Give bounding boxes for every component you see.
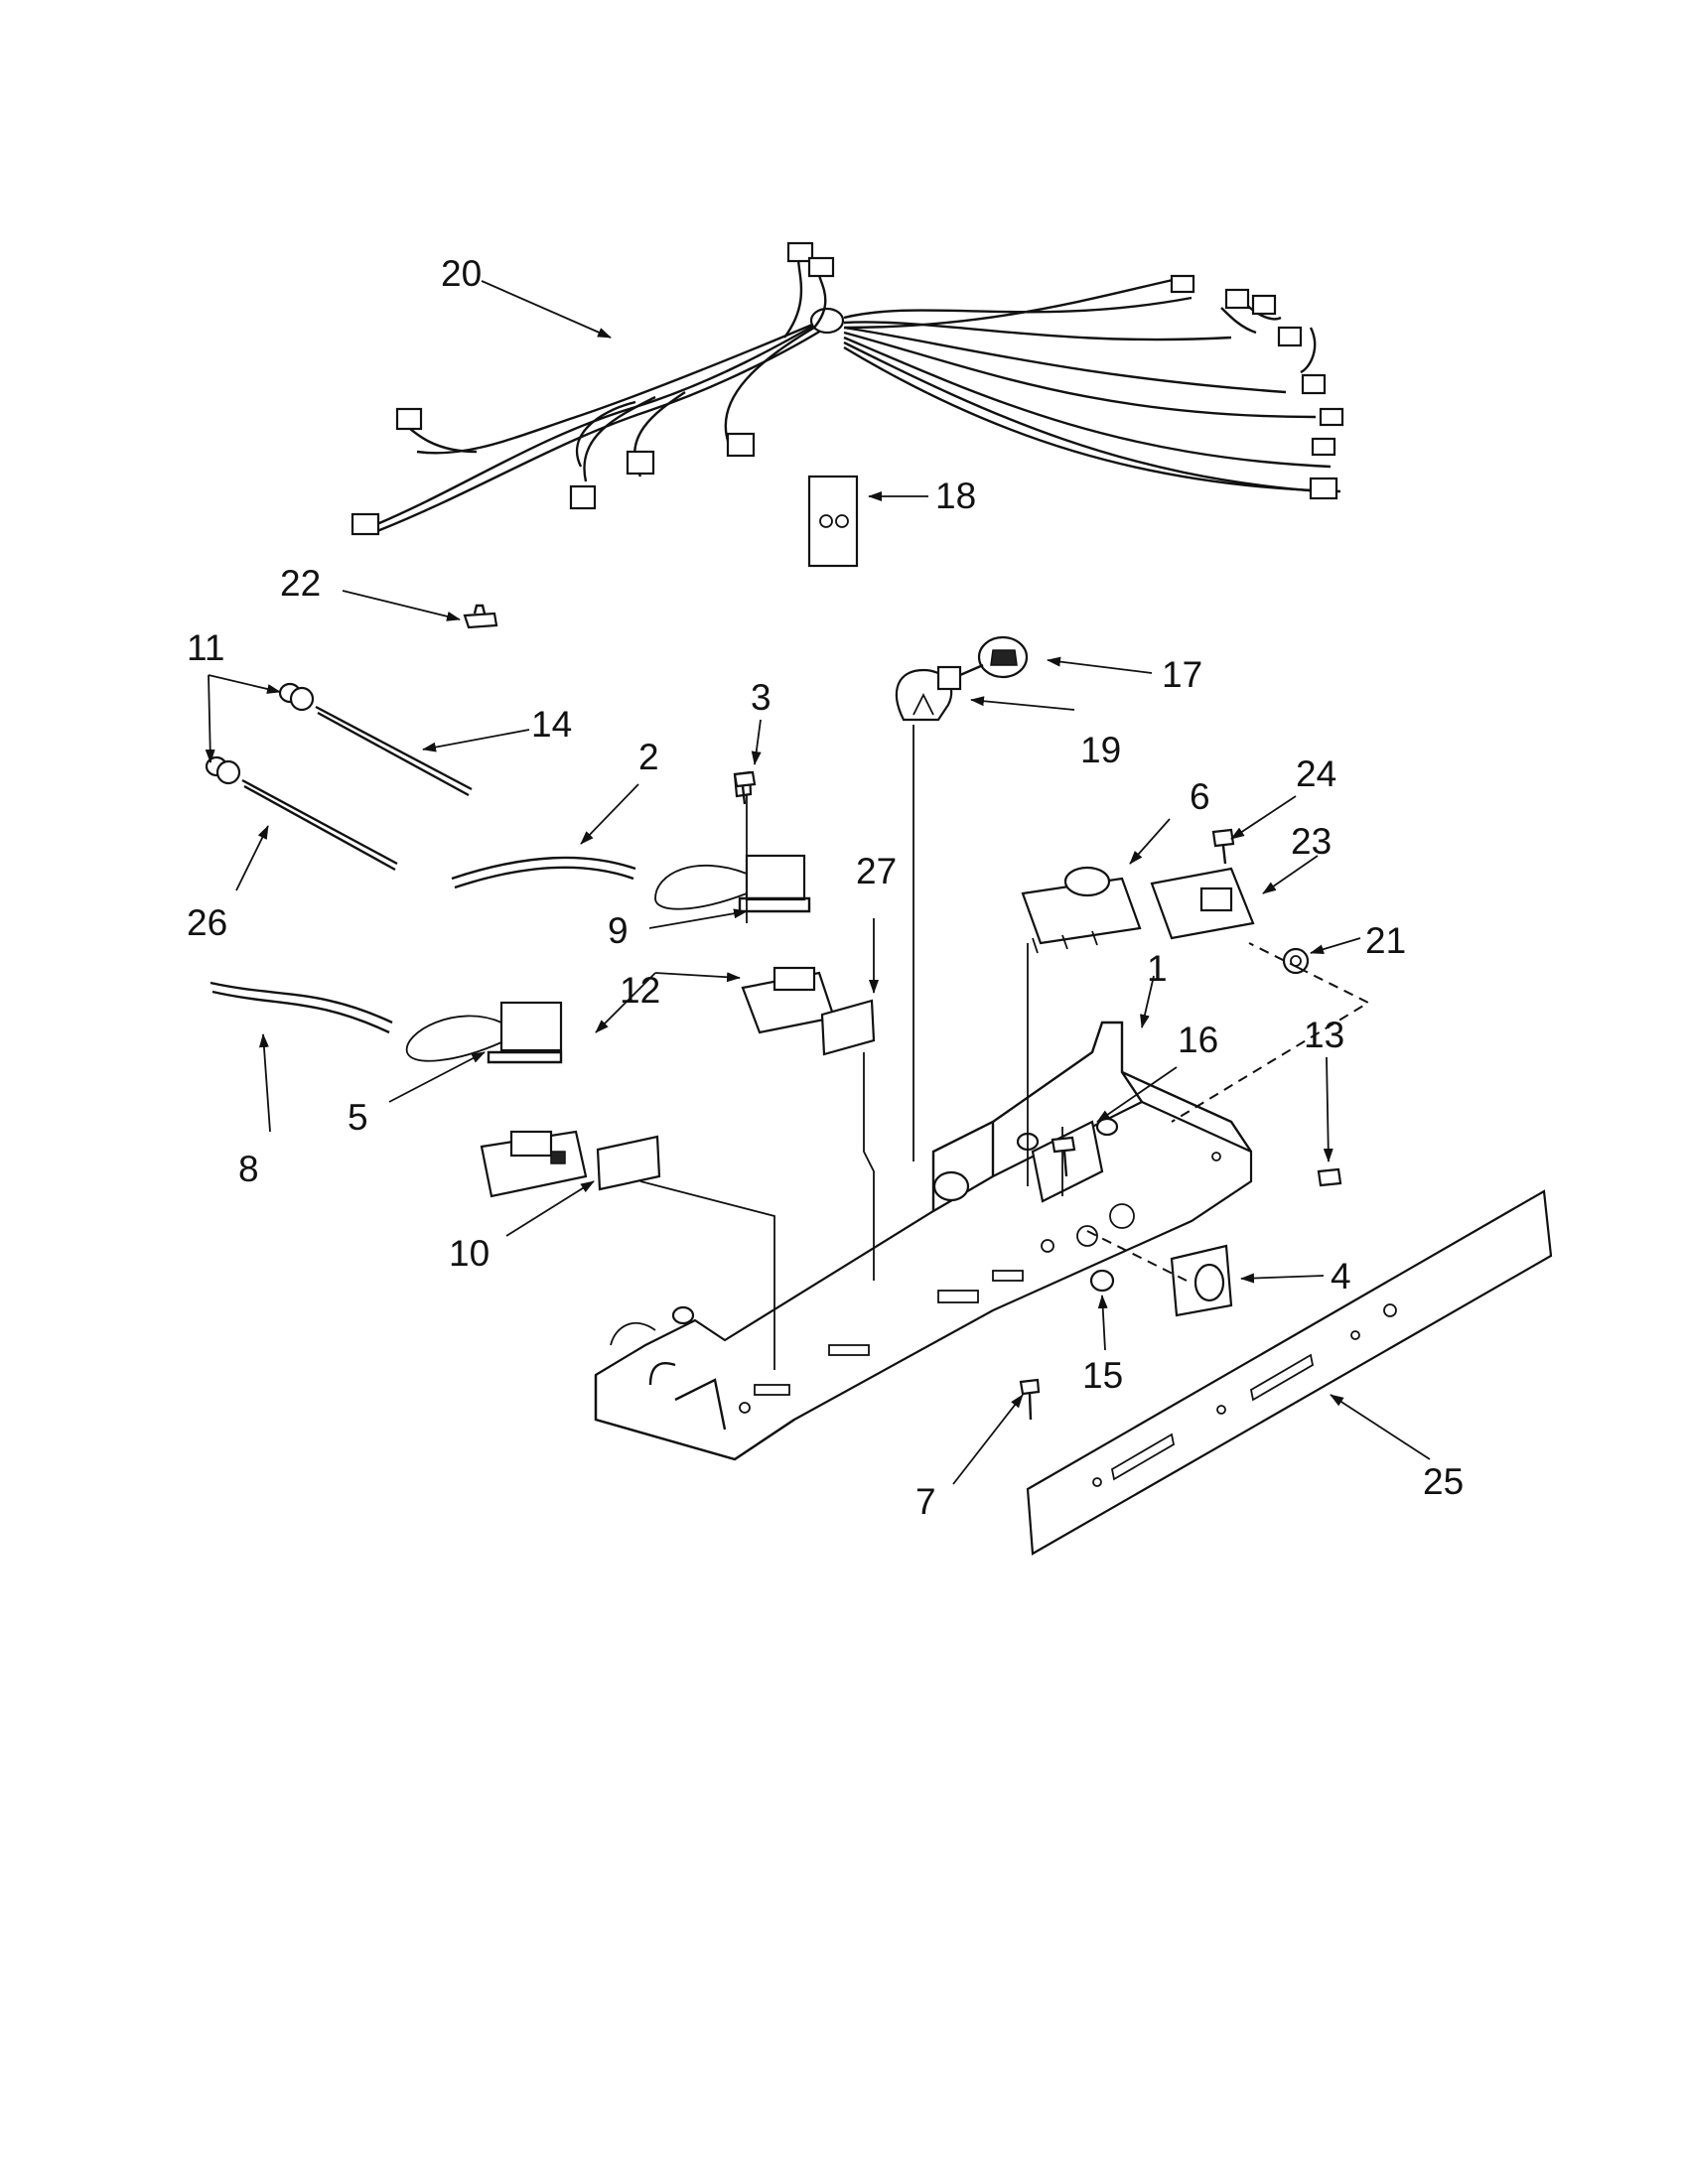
callout-17: 17: [1162, 654, 1202, 695]
callout-1: 1: [1147, 948, 1168, 989]
control-housing: [594, 1021, 1253, 1461]
switch-5: [406, 1001, 563, 1064]
light-bulb: [895, 665, 962, 722]
callout-26: 26: [187, 902, 227, 943]
grommets-and-rods: [205, 682, 473, 872]
screw-7: [1019, 1378, 1041, 1421]
callout-15: 15: [1082, 1355, 1123, 1396]
bulb-socket: [959, 635, 1029, 679]
switch-9: [654, 770, 811, 923]
callout-13: 13: [1304, 1015, 1344, 1055]
thermostat-bracket: [1170, 1244, 1233, 1317]
switch-12-upper: [741, 966, 836, 1034]
tubes: [210, 856, 636, 1034]
callout-19: 19: [1080, 730, 1121, 770]
callout-22: 22: [280, 563, 321, 604]
screw-16: [1051, 1136, 1076, 1177]
callout-6: 6: [1190, 776, 1210, 817]
trim-strip: [1026, 1189, 1553, 1556]
callout-2: 2: [638, 737, 659, 777]
callout-12: 12: [620, 970, 660, 1011]
bracket-23: [1150, 867, 1255, 940]
knob-15: [1041, 1239, 1115, 1293]
callout-8: 8: [238, 1149, 259, 1189]
callout-23: 23: [1291, 821, 1332, 862]
callout-24: 24: [1296, 753, 1336, 794]
leader-lines: [205, 280, 1431, 1485]
callout-labels: 1 2 3 4 5 6 7 8 9 10 11 12 13 14 15 16 1…: [187, 253, 1464, 1522]
callout-18: 18: [935, 476, 976, 516]
callout-4: 4: [1331, 1256, 1351, 1297]
pad: [807, 475, 859, 568]
wiring-harness: [351, 241, 1344, 536]
screw-13: [1317, 1167, 1342, 1187]
callout-14: 14: [531, 704, 572, 745]
screw-3: [733, 770, 757, 805]
callout-5: 5: [348, 1097, 368, 1138]
callout-25: 25: [1423, 1461, 1464, 1502]
callout-20: 20: [441, 253, 482, 294]
label-10: [596, 1135, 661, 1191]
callout-27: 27: [856, 851, 897, 891]
callout-16: 16: [1178, 1020, 1218, 1060]
callout-11: 11: [187, 627, 224, 668]
callout-7: 7: [915, 1481, 936, 1522]
screw-24: [1211, 828, 1235, 865]
callout-10: 10: [449, 1233, 490, 1274]
defrost-timer: [1021, 866, 1142, 954]
clip-21: [1282, 947, 1310, 975]
callout-3: 3: [751, 677, 772, 718]
clip: [463, 604, 498, 629]
assembly-lines: [639, 725, 1371, 1370]
callout-9: 9: [608, 910, 629, 951]
label-27: [820, 999, 876, 1056]
callout-21: 21: [1365, 920, 1406, 961]
switch-12-lower: [480, 1130, 588, 1198]
